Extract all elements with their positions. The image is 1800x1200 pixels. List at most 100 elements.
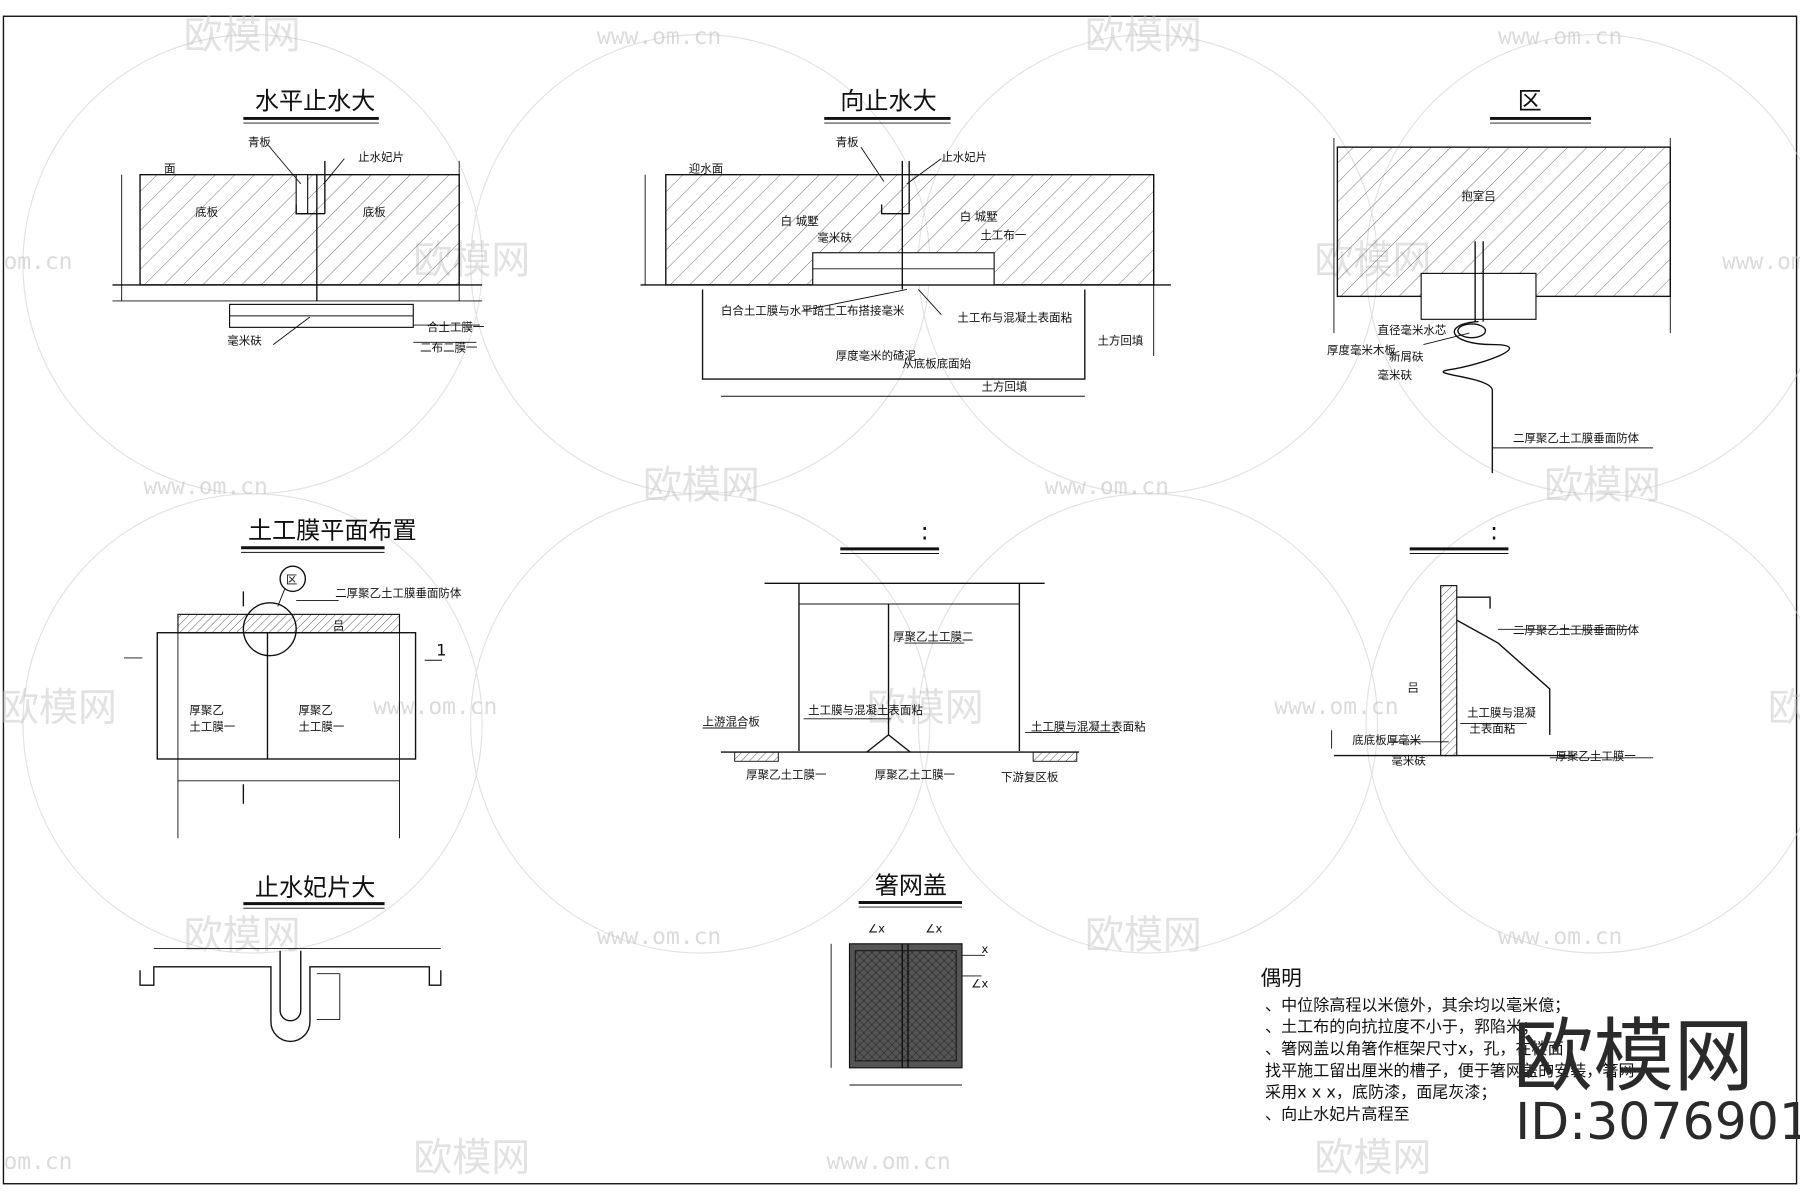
watermark-brand: 欧模网 — [0, 686, 117, 731]
label-qingban: 青板 — [836, 135, 859, 149]
label-zone-ref: 区 — [286, 572, 297, 586]
label-left-membrane: 土工膜一 — [189, 719, 235, 733]
label-chamber: 抱室吕 — [1461, 189, 1495, 203]
watermark-brand: 欧模网 — [184, 913, 301, 958]
label-upstream-face: 迎水面 — [689, 161, 723, 175]
label-downstream-board: 下游复区板 — [1001, 770, 1059, 784]
panel-horizontal-waterstop: 水平止水大 青板 止水妃片 面 底板 底板 合土工膜一 毫米砆 二布二膜一 — [112, 87, 485, 354]
watermark-brand: 欧模网 — [413, 1136, 530, 1181]
watermark-url: www.om.cn — [1274, 694, 1398, 720]
notes-line: 、向止水妃片高程至 — [1265, 1104, 1410, 1123]
logo-name: 欧模网 — [1513, 1009, 1754, 1103]
label-qingban: 青板 — [248, 135, 271, 149]
label-left-pe: 厚聚乙 — [189, 703, 223, 717]
watermark-brand: 欧模网 — [1768, 686, 1800, 731]
panel-section-b: : 二厚聚乙土工膜垂面防体 吕 土工膜与混凝 土表面粘 底底板厚毫米 毫米砆 厚… — [1331, 518, 1654, 768]
watermark-brand: 欧模网 — [184, 13, 301, 58]
label-pe-membrane: 二厚聚乙土工膜垂面防体 — [1513, 431, 1640, 445]
watermark-brand: 欧模网 — [1085, 913, 1202, 958]
watermark-url: om.cn — [3, 1149, 72, 1175]
watermark-url: www.om.cn — [1722, 249, 1800, 275]
label-floor-thickness: 底底板厚毫米 — [1352, 733, 1421, 747]
label-angle-x3: ∠x — [971, 976, 988, 990]
title-vertical-waterstop: 向止水大 — [840, 87, 936, 115]
label-waterstop: 止水妃片 — [941, 150, 987, 164]
label-pe-membrane: 二厚聚乙土工膜垂面防体 — [335, 586, 462, 600]
label-from-floor: 从底板底面始 — [902, 357, 971, 371]
label-pe-membrane-1-left: 厚聚乙土工膜一 — [746, 768, 827, 782]
label-membrane-bond-right: 土工膜与混凝土表面粘 — [1031, 719, 1146, 733]
title-section-b: : — [1490, 518, 1498, 546]
label-mm-mortar: 毫米砆 — [1391, 754, 1426, 768]
watermark-url: www.om.cn — [597, 24, 721, 50]
label-right-pe: 厚聚乙 — [298, 703, 332, 717]
label-right-note: 白 城墅 — [960, 210, 998, 224]
label-surface-bond: 土表面粘 — [1469, 722, 1515, 736]
label-backfill-bottom: 土方回填 — [982, 379, 1028, 393]
watermark-url: om.cn — [3, 249, 72, 275]
watermark-brand: 欧模网 — [1085, 13, 1202, 58]
title-grating: 箸网盖 — [875, 871, 947, 899]
label-new-mortar: 新屑砆 — [1389, 350, 1424, 364]
label-x: x — [982, 942, 989, 956]
notes-line: 找平施工留出厘米的槽子，便于箸网盖的安装，箸网 — [1265, 1061, 1634, 1080]
panel-waterstop-detail: 止水妃片大 — [139, 874, 442, 1042]
label-overlap-note: 白合土工膜与水平踣土工布搭接毫米 — [721, 304, 905, 318]
label-backfill-right: 土方回填 — [1097, 334, 1143, 348]
watermark-brand: 欧模网 — [867, 686, 984, 731]
label-pe-membrane: 二厚聚乙土工膜垂面防体 — [1513, 623, 1640, 637]
label-waterstop: 止水妃片 — [358, 150, 404, 164]
label-mm-mortar: 毫米砆 — [1378, 368, 1413, 382]
logo-id: ID:3076901 — [1515, 1092, 1800, 1151]
notes-line: 、箸网盖以角箸作框架尺寸x，孔，在楼面 — [1265, 1039, 1564, 1058]
title-zone: 区 — [1518, 87, 1542, 115]
label-upstream-board: 上游混合板 — [703, 715, 761, 729]
label-thick-board: 厚度毫米木板 — [1327, 343, 1396, 357]
title-section-a: : — [921, 518, 929, 546]
title-waterstop: 止水妃片大 — [255, 874, 375, 902]
panel-grating-cover: 箸网盖 ∠x ∠x x ∠x — [830, 871, 989, 1086]
watermark-url: www.om.cn — [597, 924, 721, 950]
panel-section-a: : 厚聚乙土工膜二 上游混合板 土工膜与混凝土表面粘 土工膜与混凝土表面粘 厚聚… — [702, 518, 1146, 784]
label-pe-membrane-1-mid: 厚聚乙土工膜一 — [875, 768, 956, 782]
label-angle-x2: ∠x — [925, 921, 942, 935]
label-mm-mortar: 毫米砆 — [227, 334, 262, 348]
label-membrane-bond: 土工膜与混凝土表面粘 — [808, 703, 923, 717]
panel-vertical-waterstop: 向止水大 青板 止水妃片 迎水面 白 城墅 毫米砆 白 城墅 土工布一 白合土工… — [640, 87, 1171, 397]
label-pe-membrane-1: 厚聚乙土工膜一 — [1555, 749, 1636, 763]
watermark-url: www.om.cn — [143, 474, 267, 500]
logo-block: 欧模网 ID:3076901 — [1513, 1009, 1800, 1151]
label-mm-mortar: 毫米砆 — [817, 230, 852, 244]
label-lv: 吕 — [333, 618, 344, 632]
panel-geomembrane-plan: 土工膜平面布置 区 二厚聚乙土工膜垂面防体 吕 厚聚乙 土工膜一 厚聚乙 土工膜… — [123, 517, 462, 839]
notes-block: 偶明 、中位除高程以米億外，其余均以毫米億； 、土工布的向抗拉度不小于，郛陷米；… — [1260, 966, 1634, 1123]
watermark-url: www.om.cn — [1498, 24, 1622, 50]
label-pe-membrane-2: 厚聚乙土工膜二 — [893, 630, 973, 644]
notes-line: 、土工布的向抗拉度不小于，郛陷米； — [1265, 1017, 1538, 1036]
watermark-url: www.om.cn — [827, 1149, 951, 1175]
notes-line: 采用x x x，底防漆，面尾灰漆； — [1265, 1083, 1496, 1102]
watermark-url: www.om.cn — [373, 694, 497, 720]
label-floor-left: 底板 — [195, 205, 218, 219]
label-lv: 吕 — [1407, 680, 1418, 694]
watermark-brand: 欧模网 — [1314, 1136, 1431, 1181]
label-diameter-core: 直径毫米水芯 — [1378, 323, 1447, 337]
label-angle-x1: ∠x — [868, 921, 885, 935]
label-right-membrane: 土工膜一 — [298, 719, 344, 733]
notes-heading: 偶明 — [1260, 966, 1301, 990]
label-mortar-thickness: 厚度毫米的碴泥 — [836, 349, 916, 363]
watermark-brand: 欧模网 — [1544, 463, 1661, 508]
panel-zone-detail: 区 抱室吕 直径毫米水芯 厚度毫米木板 新屑砆 毫米砆 二厚聚乙土工膜垂面防体 — [1327, 87, 1671, 474]
label-floor-right: 底板 — [363, 205, 386, 219]
label-section-mark: 1 — [436, 641, 446, 660]
label-membrane-concrete: 土工膜与混凝 — [1467, 706, 1536, 720]
label-two-cloth: 二布二膜一 — [420, 340, 478, 354]
label-geotextile: 土工布一 — [980, 228, 1026, 242]
label-left-note: 白 城墅 — [781, 214, 819, 228]
label-cloth-bond: 土工布与混凝土表面粘 — [957, 311, 1072, 325]
title-geomembrane-plan: 土工膜平面布置 — [248, 517, 417, 545]
concrete-slab — [1336, 146, 1671, 298]
watermark-brand: 欧模网 — [643, 463, 760, 508]
title-horizontal-waterstop: 水平止水大 — [255, 87, 375, 115]
